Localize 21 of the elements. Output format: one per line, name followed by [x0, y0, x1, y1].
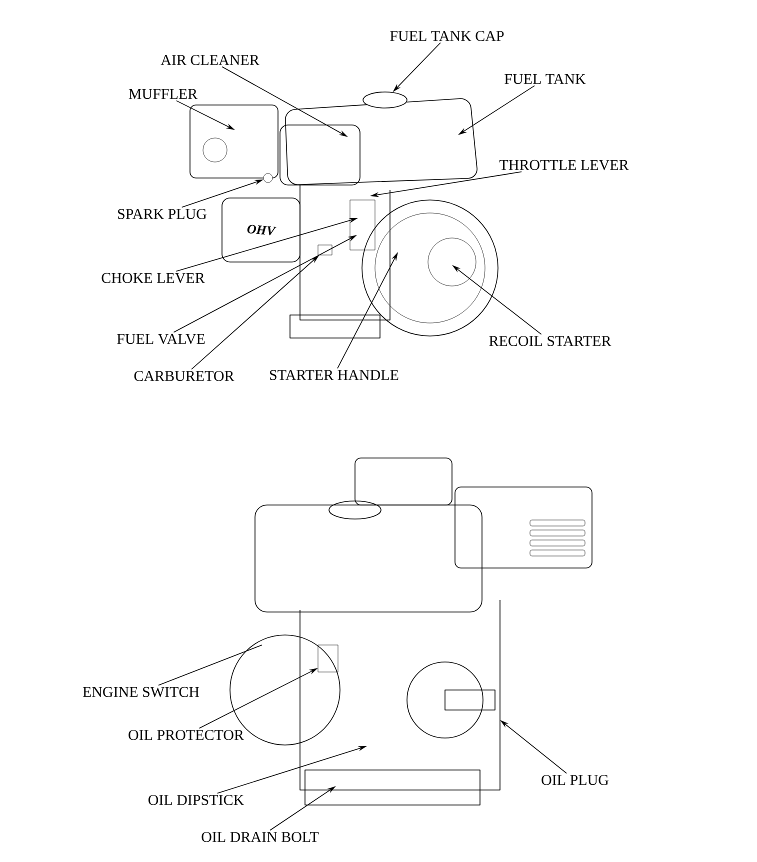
part-marker — [362, 92, 408, 108]
callout-label: FUEL TANK CAP — [388, 29, 506, 43]
engraved-text: OHV — [247, 224, 276, 236]
callout-label: OIL DIPSTICK — [146, 793, 246, 807]
callout-label: FUEL VALVE — [115, 332, 207, 346]
callout-label: RECOIL STARTER — [487, 334, 613, 348]
callout-label: AIR CLEANER — [159, 53, 261, 67]
part-marker — [318, 244, 332, 256]
callout-label: ENGINE SWITCH — [80, 685, 202, 699]
leader-line — [158, 644, 262, 686]
callout-label: OIL DRAIN BOLT — [200, 830, 320, 844]
part-marker — [263, 173, 273, 183]
callout-label: MUFFLER — [126, 88, 200, 100]
callout-label: STARTER HANDLE — [268, 368, 400, 382]
callout-label: FUEL TANK — [502, 72, 588, 86]
callout-label: CARBURETOR — [132, 369, 236, 383]
callout-label: OIL PLUG — [540, 773, 610, 787]
callout-label: SPARK PLUG — [116, 207, 208, 221]
callout-label: CHOKE LEVER — [100, 271, 206, 285]
callout-label: OIL PROTECTOR — [126, 728, 246, 742]
callout-label: THROTTLE LEVER — [498, 158, 630, 172]
